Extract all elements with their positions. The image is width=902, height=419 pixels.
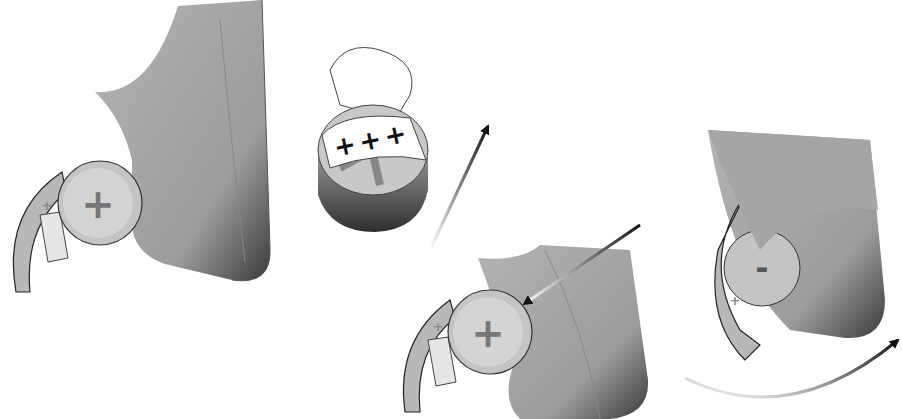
battery-face: [453, 297, 523, 367]
device-closed: [685, 130, 898, 397]
door-polarity: +: [42, 199, 53, 212]
battery-with-tab: [318, 48, 488, 251]
battery-top: [318, 105, 428, 195]
battery-face: [63, 168, 133, 238]
device-edge: [232, 0, 270, 281]
door-polarity: +: [730, 294, 741, 307]
device-insert: [403, 225, 648, 419]
battery-polarity: +: [471, 313, 505, 353]
close-arrow: [685, 340, 898, 397]
battery-door: [403, 300, 455, 412]
removal-arrow: [430, 126, 488, 250]
insert-arrow: [524, 225, 640, 304]
battery: [58, 161, 142, 245]
tab-strip: [322, 116, 426, 168]
door-polarity: +: [433, 320, 444, 333]
battery: [448, 290, 532, 374]
device-top: [708, 130, 878, 250]
device-open: [13, 0, 270, 292]
device-seam: [220, 20, 245, 262]
battery-polarity: -: [755, 252, 768, 284]
device-body: [708, 130, 885, 338]
battery-polarity: +: [81, 184, 115, 224]
device-seam: [545, 250, 600, 419]
